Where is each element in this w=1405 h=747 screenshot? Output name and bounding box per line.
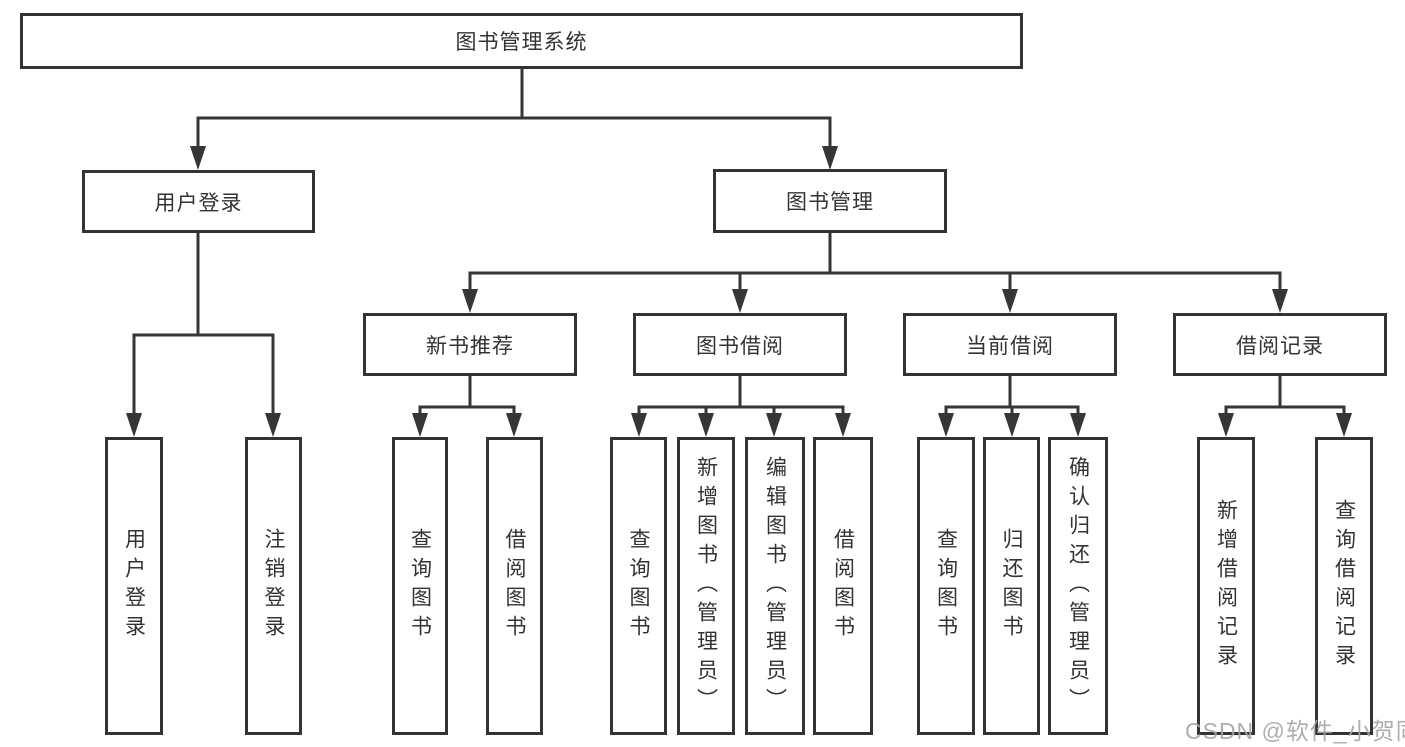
node-book-management: 图书管理 [713,169,947,233]
node-leaf-query-books-recommend: 查询图书 [392,437,448,735]
node-leaf-borrow-books-recommend: 借阅图书 [486,437,543,735]
node-leaf-edit-books-admin: 编辑图书（管理员） [745,437,805,735]
node-leaf-query-books-current: 查询图书 [917,437,975,735]
node-label: 借阅图书 [503,528,526,644]
connector-book-mgmt [468,231,1282,293]
node-label: 借阅图书 [831,528,855,644]
node-label: 新增图书（管理员） [694,455,718,717]
node-leaf-query-books-borrow: 查询图书 [610,437,667,735]
node-leaf-user-login: 用户登录 [105,437,163,735]
node-borrow-records: 借阅记录 [1173,313,1387,376]
node-library-management-system: 图书管理系统 [20,13,1023,69]
node-label: 查询图书 [627,528,650,644]
node-label: 确认归还（管理员） [1066,455,1090,717]
connector-current-borrow [944,374,1080,417]
node-label: 查询借阅记录 [1332,499,1356,673]
csdn-watermark: CSDN @软件_小贺同学 [1185,718,1405,744]
node-label: 图书借阅 [696,334,784,358]
node-label: 归还图书 [1000,528,1023,644]
connector-borrow-records [1224,374,1346,417]
node-label: 新书推荐 [426,334,514,358]
node-new-book-recommend: 新书推荐 [363,313,577,376]
node-current-borrow: 当前借阅 [903,313,1117,376]
node-leaf-add-books-admin: 新增图书（管理员） [677,437,735,735]
node-user-login: 用户登录 [82,170,315,233]
node-leaf-add-borrow-record: 新增借阅记录 [1197,437,1255,735]
node-label: 新增借阅记录 [1214,499,1238,673]
node-book-borrow: 图书借阅 [633,313,847,376]
node-label: 图书管理系统 [455,31,588,54]
connector-book-borrow [637,374,845,417]
node-leaf-borrow-books: 借阅图书 [813,437,873,735]
node-leaf-confirm-return-admin: 确认归还（管理员） [1048,437,1108,735]
node-leaf-logout: 注销登录 [245,437,302,735]
node-label: 用户登录 [122,528,146,644]
node-label: 当前借阅 [966,334,1054,358]
node-label: 查询图书 [408,528,432,644]
node-leaf-query-borrow-record: 查询借阅记录 [1315,437,1373,735]
connector-new-book [418,374,516,417]
node-label: 编辑图书（管理员） [763,455,787,717]
arrowheads [126,146,1352,437]
node-label: 图书管理 [786,191,874,214]
connector-root [196,66,832,150]
node-leaf-return-books: 归还图书 [983,437,1040,735]
node-label: 借阅记录 [1236,334,1324,358]
connector-user-login [132,231,275,417]
node-label: 查询图书 [934,528,958,644]
node-label: 注销登录 [262,528,285,644]
node-label: 用户登录 [154,191,243,215]
